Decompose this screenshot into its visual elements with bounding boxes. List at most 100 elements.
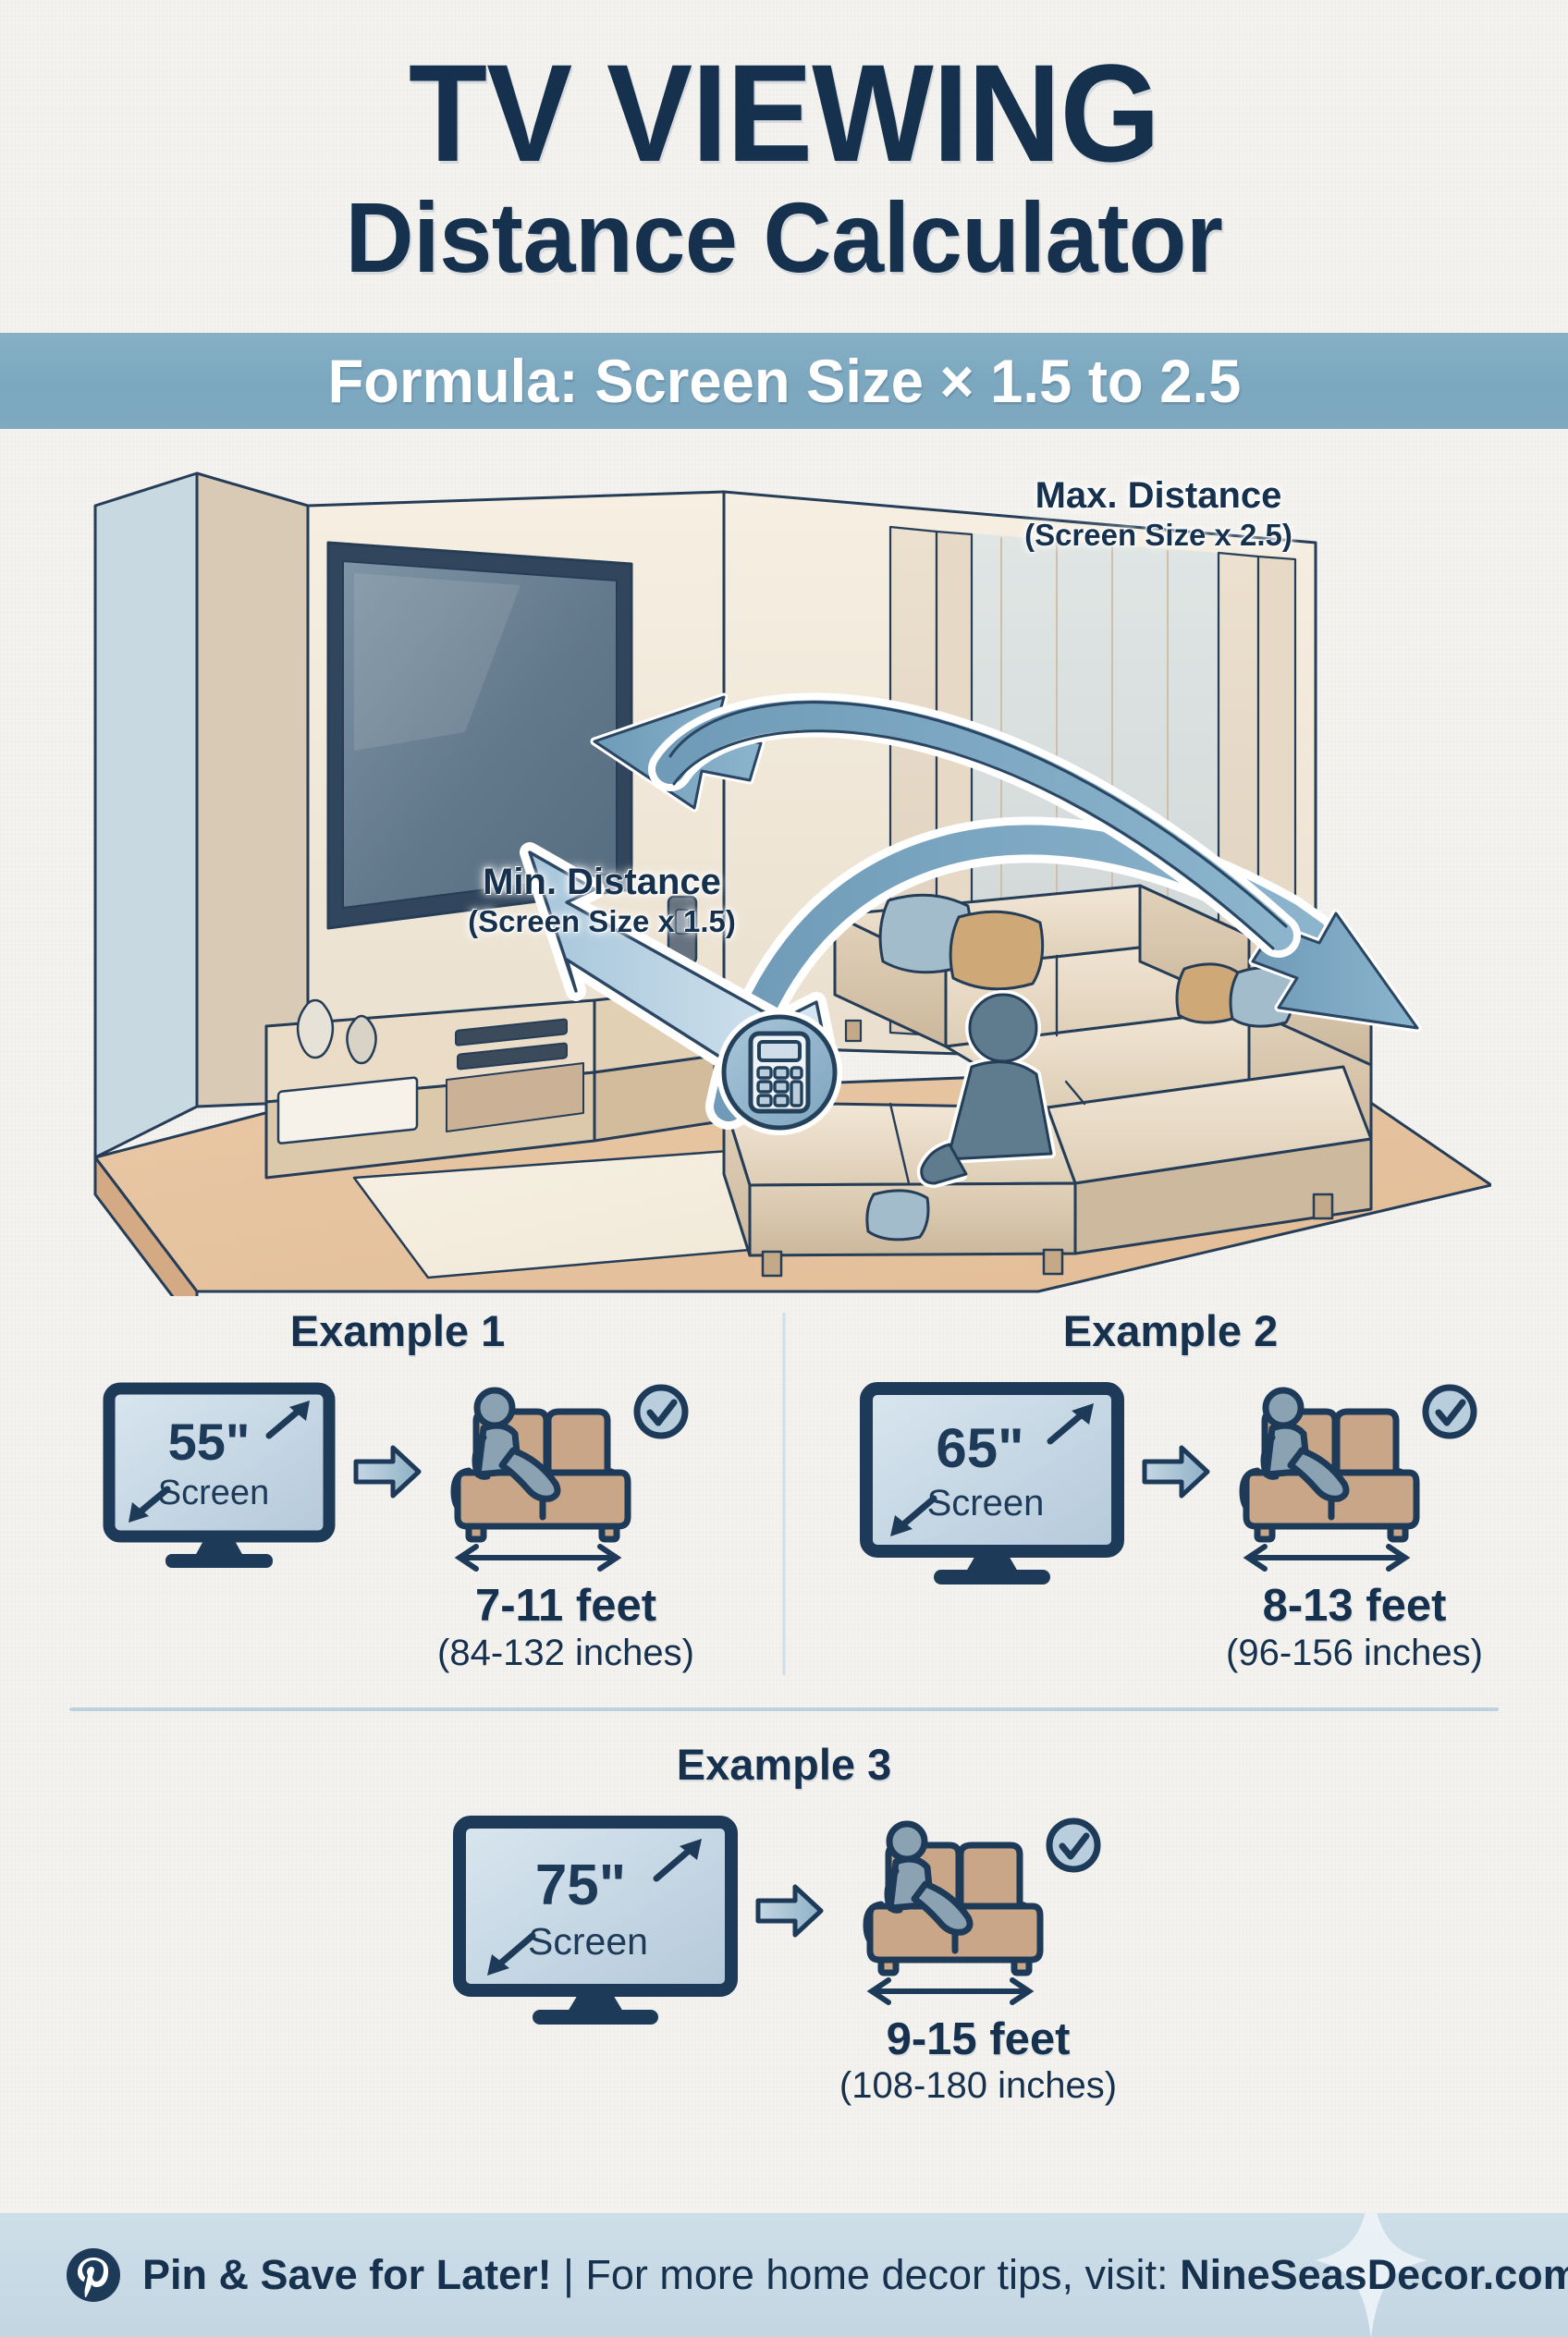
right-arrow-icon [1142,1445,1210,1499]
person-on-sofa-icon [1239,1384,1477,1572]
tv-size-label: 55" [168,1413,251,1471]
person-arm [884,1867,903,1914]
example-2-title: Example 2 [1062,1306,1279,1356]
distance-measure-arrow [454,1544,622,1572]
examples-row-bottom: Example 3 [55,1739,1513,2107]
example-1-arrow [352,1382,423,1505]
sofa-leg-right [1387,1523,1409,1543]
person-head [473,1387,516,1429]
tv-unit-label: Screen [528,1920,648,1963]
example-3-arrow [754,1816,825,1944]
example-3-result: 9-15 feet (108-180 inches) [839,1816,1117,2107]
console-drawer [276,1076,419,1145]
tv-size-label: 65" [936,1417,1023,1479]
sparkle-icon [1315,2213,1427,2337]
example-1-distance-inches: (84-132 inches) [437,1632,694,1673]
tv-glare [354,573,521,752]
example-card-2: Example 2 [828,1305,1513,1673]
person-arm [1260,1434,1280,1481]
viewer-head [968,993,1038,1063]
footer-cta: Pin & Save for Later! [142,2251,552,2298]
tv-icon: 75" Screen [452,1815,738,2025]
person-head [886,1820,928,1863]
person-legs [498,1447,561,1503]
speaker-driver [675,909,690,936]
example-2-distance-inches: (96-156 inches) [1226,1632,1483,1673]
diagonal-arrows [486,1838,702,1976]
vase-tall [296,999,335,1059]
tv-screen [342,560,618,910]
sofa-leg-1 [761,1251,783,1278]
example-3-distance-inches: (108-180 inches) [839,2065,1118,2107]
check-circle-icon [1422,1384,1477,1439]
examples-row-top: Example 1 [55,1305,1513,1676]
right-arrow-icon [353,1445,422,1499]
sofa-back-right [957,1841,1023,1910]
examples-vertical-divider [782,1313,786,1676]
tv-icon: 55" Screen [103,1382,336,1569]
wall-edge-left [93,471,199,1159]
viewer-torso [946,1060,1053,1161]
tv-unit-label: Screen [927,1483,1045,1523]
footer-site-link[interactable]: NineSeasDecor.com [1180,2251,1568,2298]
example-card-3: Example 3 [442,1739,1126,2107]
sofa-leg-3 [1312,1193,1334,1220]
vase-small [346,1015,377,1065]
footer-message: Pin & Save for Later! | For more home de… [142,2251,1568,2299]
example-2-distance-feet: 8-13 feet [1262,1581,1447,1632]
tv-icon: 65" Screen [860,1382,1124,1585]
pinterest-icon[interactable] [65,2246,122,2304]
check-circle-icon [633,1384,689,1439]
person-head [1262,1387,1305,1429]
tv-unit-label: Screen [158,1474,269,1512]
viewer-arm [920,1143,968,1185]
sofa-leg-2 [1042,1249,1064,1276]
pillow-tan-1 [949,911,1045,991]
diagonal-arrows [890,1403,1094,1537]
sofa-leg-left [465,1523,487,1543]
person-legs [911,1880,974,1936]
example-card-1: Example 1 [55,1305,740,1673]
pillow-blue-3 [865,1189,930,1242]
example-3-distance-feet: 9-15 feet [886,2013,1071,2064]
person-legs [1287,1447,1350,1503]
example-2-tv: 65" Screen [858,1382,1126,1592]
viewer-figure [920,993,1053,1185]
check-circle-icon [1046,1817,1101,1873]
floor-edge [93,1156,199,1297]
sofa-leg-left [1254,1523,1276,1543]
av-receiver [455,1019,568,1047]
formula-text: Formula: Screen Size × 1.5 to 2.5 [327,347,1241,416]
page-subtitle: Distance Calculator [345,181,1223,293]
sofa-leg-right [1011,1956,1033,1976]
console-open-shelf [446,1062,584,1133]
person-arm [472,1434,491,1481]
example-1-title: Example 1 [289,1306,506,1356]
person-on-sofa-icon [863,1817,1101,2005]
example-1-distance-feet: 7-11 feet [474,1581,657,1632]
formula-band: Formula: Screen Size × 1.5 to 2.5 [0,333,1568,430]
tv-size-label: 75" [535,1854,626,1917]
page-header: TV VIEWING Distance Calculator [0,0,1568,296]
example-2-result: 8-13 feet (96-156 inches) [1226,1382,1483,1673]
living-room-illustration: Max. Distance (Screen Size x 2.5) Min. D… [77,455,1491,1297]
person-on-sofa-icon [450,1384,689,1572]
footer-separator: | [563,2251,574,2298]
sofa-back-right [545,1408,611,1476]
right-arrow-icon [755,1884,824,1938]
footer-tip: For more home decor tips, visit: [585,2251,1169,2298]
calculator-icon [748,1031,811,1114]
footer-bar: Pin & Save for Later! | For more home de… [0,2213,1568,2337]
media-player [457,1043,568,1071]
examples-horizontal-divider [69,1707,1499,1711]
wall-edge-strip [195,471,310,1108]
distance-measure-arrow [1243,1544,1411,1572]
calculator-icon-group [717,1009,842,1136]
example-3-tv: 75" Screen [451,1815,740,2033]
distance-measure-arrow [866,1976,1035,2005]
diagonal-arrows [129,1401,310,1523]
tv-indicator-led [478,911,485,919]
sofa-chaise-base [1073,1137,1373,1255]
example-3-title: Example 3 [676,1739,892,1789]
